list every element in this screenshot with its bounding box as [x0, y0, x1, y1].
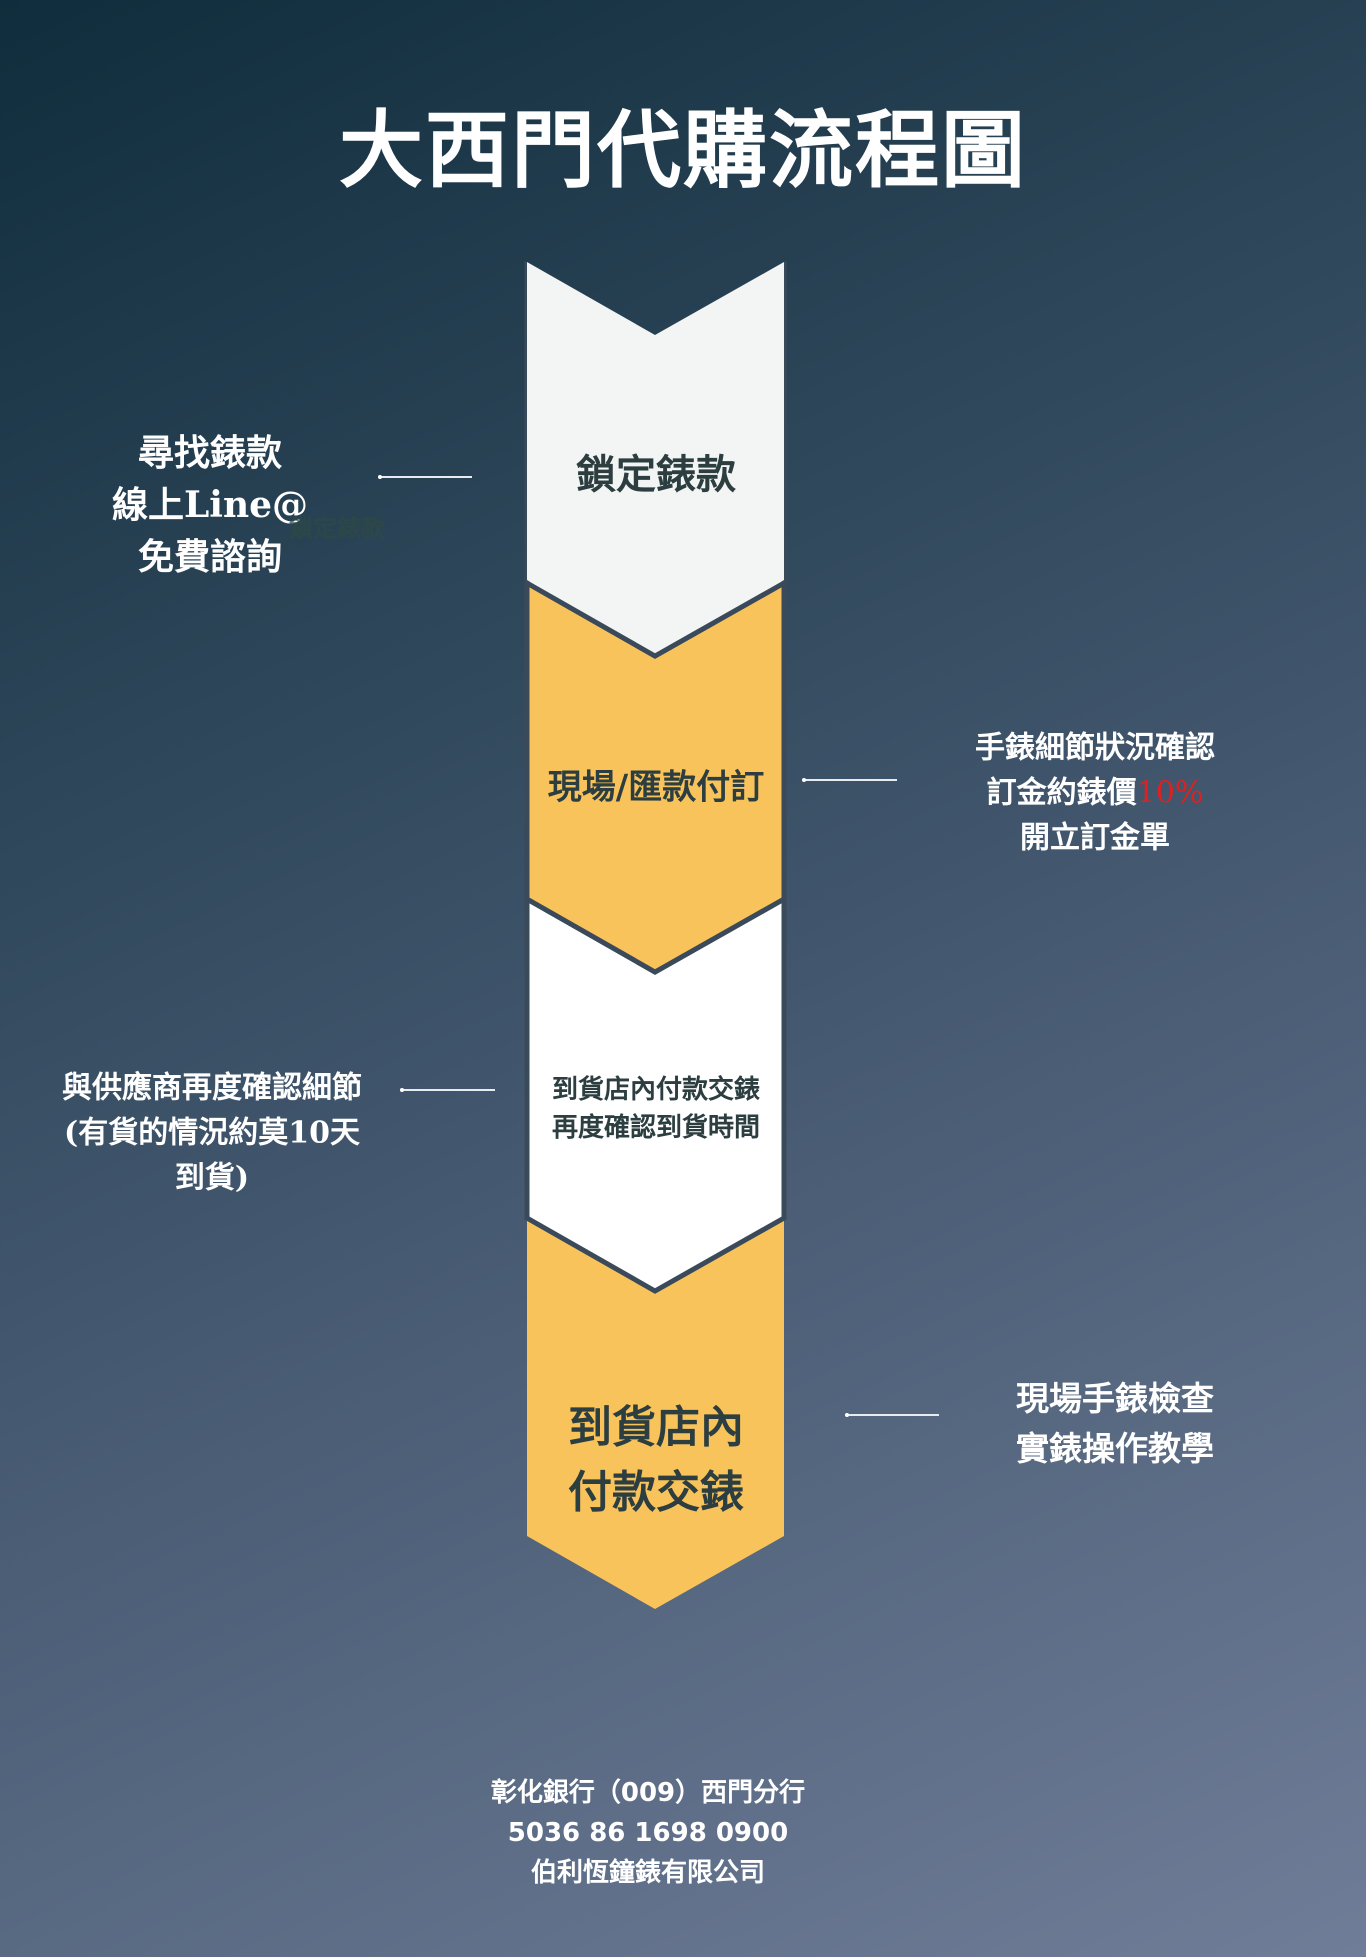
note-line: 現場手錶檢查: [1016, 1379, 1214, 1418]
chevron-step-4: [527, 1218, 784, 1609]
note-line: 訂金約錶價10%: [975, 771, 1215, 816]
note-line: 實錶操作教學: [1016, 1429, 1214, 1468]
note-line: 開立訂金單: [1020, 820, 1170, 856]
note-line: 與供應商再度確認細節: [62, 1070, 362, 1106]
connector-line: [845, 1413, 939, 1417]
footer-bank-info: 彰化銀行（009）西門分行 5036 86 1698 0900 伯利恆鐘錶有限公…: [491, 1773, 805, 1893]
note-step-4: 現場手錶檢查 實錶操作教學: [1016, 1374, 1214, 1474]
note-line: 到貨): [174, 1160, 250, 1196]
bank-name: 彰化銀行（009）西門分行: [490, 1778, 806, 1808]
connector-line: [378, 475, 472, 479]
step-1-label: 鎖定錶款: [576, 451, 736, 498]
note-step-3: 與供應商再度確認細節 (有貨的情況約莫10天 到貨): [62, 1066, 362, 1201]
note-step-2: 手錶細節狀況確認 訂金約錶價10% 開立訂金單: [975, 726, 1215, 861]
step-2-label: 現場/匯款付訂: [547, 767, 765, 808]
note-step-1: 尋找錶款 線上Line@ 免費諮詢: [112, 427, 308, 583]
step-3-line-2: 再度確認到貨時間: [551, 1113, 761, 1143]
connector-line: [802, 778, 897, 782]
page-title: 大西門代購流程圖: [338, 100, 1028, 200]
note-line: (有貨的情況約莫10天: [64, 1115, 360, 1151]
note-line: 免費諮詢: [137, 536, 283, 578]
step-4-line-1: 到貨店內: [568, 1402, 744, 1453]
company-name: 伯利恆鐘錶有限公司: [530, 1858, 765, 1888]
step-3-label: 到貨店內付款交錶 再度確認到貨時間: [552, 1071, 760, 1147]
note-text: 訂金約錶價: [986, 775, 1137, 811]
note-line: 手錶細節狀況確認: [975, 730, 1215, 766]
step-4-label: 到貨店內 付款交錶: [568, 1395, 744, 1525]
connector-line: [400, 1088, 495, 1092]
step-4-line-2: 付款交錶: [568, 1467, 744, 1518]
note-line: 線上Line@: [111, 484, 309, 526]
deposit-percent: 10%: [1136, 775, 1204, 811]
note-line: 尋找錶款: [137, 432, 283, 474]
account-number: 5036 86 1698 0900: [507, 1818, 789, 1848]
ghost-text: 鎖定錶款: [289, 513, 385, 543]
step-3-line-1: 到貨店內付款交錶: [551, 1075, 761, 1105]
